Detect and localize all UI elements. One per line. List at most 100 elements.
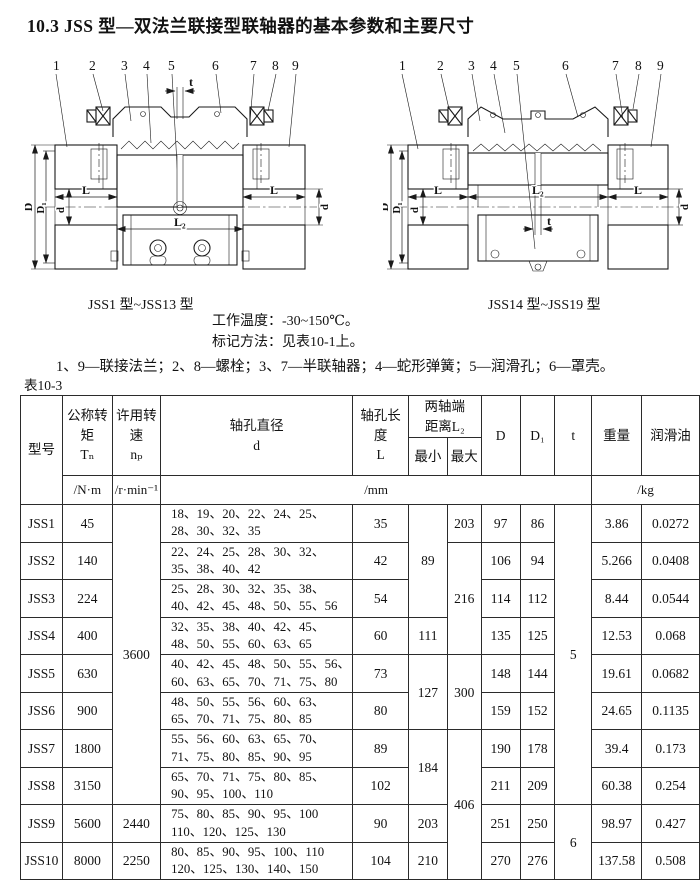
cover-hole-left	[140, 111, 146, 117]
unit-speed: /r·min⁻¹	[111, 475, 162, 506]
part-number-7: 7	[250, 58, 257, 73]
cell-min: 184	[407, 729, 448, 806]
right-hub-lower	[242, 224, 306, 270]
unit-torque: /N·m	[61, 475, 113, 506]
part-number-5: 5	[168, 58, 175, 73]
cell-L: 73	[352, 654, 409, 693]
part-number-7: 7	[612, 58, 619, 73]
cell-min: 203	[407, 804, 448, 843]
cell-speed: 2440	[111, 804, 162, 843]
cell-weight: 24.65	[591, 691, 643, 731]
dim-D: D	[383, 144, 408, 270]
cell-oil: 0.173	[641, 729, 700, 768]
part-number-2: 2	[89, 58, 96, 73]
cell-weight: 3.86	[591, 504, 643, 543]
bolt-right-icon	[249, 106, 274, 126]
sleeve-gap	[177, 155, 183, 207]
cell-L: 102	[352, 766, 409, 806]
dim-label-L: L	[82, 183, 90, 197]
cover-hole-center	[535, 112, 541, 118]
part-numbers: 1 2 3 4 5 6 7 8 9	[53, 58, 299, 73]
table-row: JSS5 630 40、42、45、48、50、55、56、60、63、65、7…	[20, 654, 700, 731]
cell-max: 300	[446, 654, 482, 731]
bore-line-1: 55、56、60、63、65、70、	[171, 732, 325, 747]
dim-L-left: L	[54, 182, 118, 200]
dim-d-left: d	[408, 188, 426, 226]
working-temperature-note: 工作温度：-30~150℃。	[212, 314, 359, 329]
cell-L: 89	[352, 729, 409, 768]
part-numbers: 1 2 3 4 5 6 7 8 9	[399, 58, 664, 73]
dim-label-d: d	[319, 204, 331, 210]
cell-weight: 39.4	[591, 729, 643, 768]
cell-model: JSS4	[20, 616, 63, 656]
part-number-3: 3	[121, 58, 128, 73]
part-number-8: 8	[635, 58, 642, 73]
part-number-leaders	[55, 73, 297, 202]
part-number-4: 4	[143, 58, 150, 73]
torque-label: 公称转矩	[67, 408, 108, 443]
serpentine-spring	[472, 143, 602, 152]
cell-model: JSS9	[20, 804, 63, 843]
cell-D1: 94	[519, 541, 556, 581]
cell-weight: 60.38	[591, 766, 643, 806]
col-header-D: D	[480, 394, 521, 477]
cell-D1: 144	[519, 654, 556, 693]
left-hub-lower	[54, 224, 118, 270]
coupling-drawing-jss14-19: 1 2 3 4 5 6 7 8 9	[383, 58, 693, 272]
cell-L: 54	[352, 579, 409, 618]
gap-label-1: 两轴端	[424, 399, 466, 414]
dim-D: D	[25, 144, 55, 270]
dim-L-right: L	[607, 182, 669, 200]
col-header-t: t	[554, 394, 593, 477]
col-header-gap-max: 最大	[446, 437, 482, 477]
cover-hole-right	[214, 111, 220, 117]
gap-label-2: 距离L₂	[424, 418, 465, 434]
part-number-2: 2	[437, 58, 444, 73]
unit-kg: /kg	[591, 475, 700, 506]
cell-max: 203	[446, 504, 482, 543]
cell-bores: 48、50、55、56、60、63、65、70、71、75、80、85	[160, 691, 354, 731]
cell-t: 6	[554, 804, 593, 880]
bolt-right-icon	[613, 106, 638, 126]
part-number-8: 8	[272, 58, 279, 73]
part-number-5: 5	[513, 58, 520, 73]
dim-label-D1: D₁	[35, 202, 47, 213]
part-number-9: 9	[292, 58, 299, 73]
table-row: JSS4 400 32、35、38、40、42、45、48、50、55、60、6…	[20, 616, 700, 656]
dim-label-L2: L₂	[532, 183, 544, 197]
cell-D1: 209	[519, 766, 556, 806]
dim-t: t	[165, 74, 195, 119]
part-number-1: 1	[53, 58, 60, 73]
dim-label-L: L	[634, 183, 642, 197]
cell-D: 270	[480, 841, 521, 880]
bore-line-1: 48、50、55、56、60、63、	[171, 694, 325, 709]
part-number-9: 9	[657, 58, 664, 73]
cell-model: JSS7	[20, 729, 63, 768]
lower-cover	[122, 214, 238, 266]
cover-outline	[467, 106, 609, 137]
sleeve-gap	[535, 153, 541, 185]
cell-model: JSS2	[20, 541, 63, 581]
dim-L2: L₂	[467, 182, 609, 200]
dim-L2: L₂	[116, 209, 244, 233]
cell-D: 114	[480, 579, 521, 618]
figure-caption-right: JSS14 型~JSS19 型	[488, 298, 601, 313]
bore-line-2: 60、63、65、70、71、75、80	[171, 674, 338, 689]
table-row: JSS6 900 48、50、55、56、60、63、65、70、71、75、8…	[20, 691, 700, 731]
cell-model: JSS10	[20, 841, 63, 880]
cell-weight: 137.58	[591, 841, 643, 880]
cell-torque: 3150	[61, 766, 113, 806]
col-header-length: 轴孔长度 L	[352, 394, 409, 477]
cell-weight: 8.44	[591, 579, 643, 618]
cell-torque: 400	[61, 616, 113, 656]
cell-oil: 0.508	[641, 841, 700, 880]
bore-label: 轴孔直径	[229, 418, 284, 433]
col-header-weight: 重量	[591, 394, 643, 477]
cell-weight: 98.97	[591, 804, 643, 843]
cell-D: 211	[480, 766, 521, 806]
cell-torque: 1800	[61, 729, 113, 768]
table-row: JSS1 45 3600 18、19、20、22、24、25、28、30、32、…	[20, 504, 700, 806]
